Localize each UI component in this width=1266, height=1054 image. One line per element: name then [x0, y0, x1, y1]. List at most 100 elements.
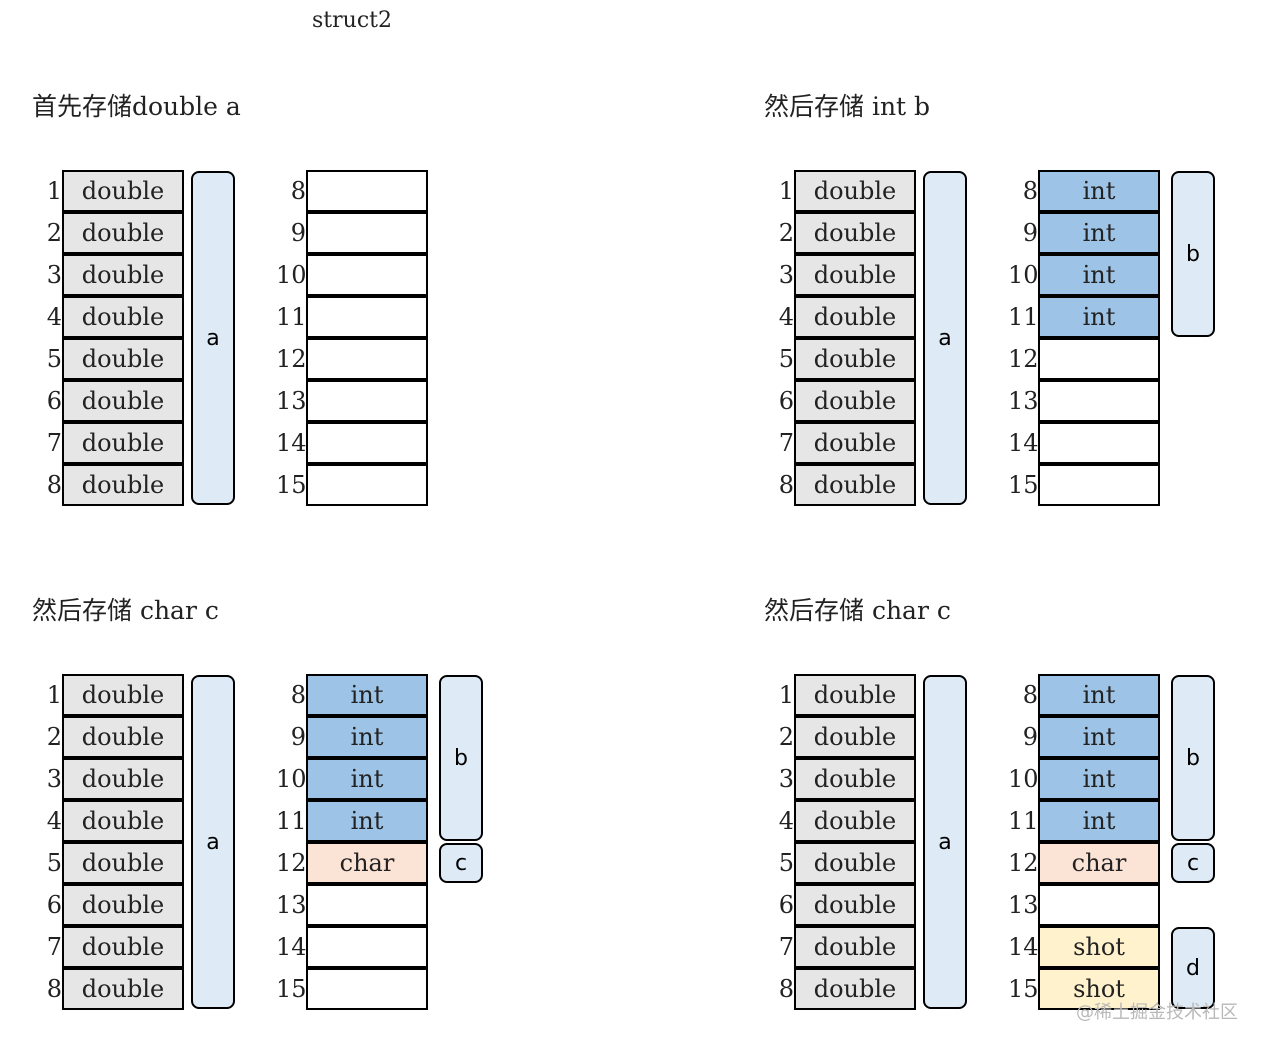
memory-cell-int: int: [1038, 674, 1160, 716]
memory-cell-empty: [306, 296, 428, 338]
memory-cell-empty: [306, 380, 428, 422]
left-row-number: 3: [46, 765, 62, 793]
right-row-number: 15: [276, 975, 307, 1003]
left-row-number: 1: [46, 177, 62, 205]
right-row-number: 9: [1022, 219, 1038, 247]
memory-cell-double: double: [794, 422, 916, 464]
right-row-number: 8: [1022, 177, 1038, 205]
memory-cell-double: double: [62, 170, 184, 212]
memory-cell-double: double: [62, 254, 184, 296]
bracket-d: d: [1171, 927, 1215, 1009]
memory-cell-double: double: [794, 296, 916, 338]
left-row-number: 8: [778, 471, 794, 499]
bracket-b: b: [439, 675, 483, 841]
left-row-number: 5: [778, 345, 794, 373]
left-row-number: 2: [46, 219, 62, 247]
memory-cell-empty: [1038, 338, 1160, 380]
memory-cell-int: int: [1038, 170, 1160, 212]
bracket-a: a: [191, 675, 235, 1009]
right-row-number: 13: [1008, 387, 1039, 415]
bracket-c: c: [439, 843, 483, 883]
left-row-number: 8: [46, 471, 62, 499]
right-row-number: 8: [1022, 681, 1038, 709]
left-row-number: 8: [778, 975, 794, 1003]
memory-cell-double: double: [62, 464, 184, 506]
bracket-a: a: [923, 675, 967, 1009]
right-row-number: 15: [1008, 975, 1039, 1003]
left-row-number: 7: [778, 933, 794, 961]
left-row-number: 4: [778, 807, 794, 835]
memory-cell-int: int: [1038, 800, 1160, 842]
memory-cell-double: double: [794, 926, 916, 968]
right-row-number: 9: [290, 219, 306, 247]
left-row-number: 4: [46, 303, 62, 331]
bracket-a: a: [923, 171, 967, 505]
memory-cell-double: double: [62, 422, 184, 464]
memory-cell-double: double: [62, 380, 184, 422]
memory-cell-double: double: [794, 842, 916, 884]
right-row-number: 10: [1008, 765, 1039, 793]
left-row-number: 6: [778, 387, 794, 415]
right-row-number: 14: [276, 933, 307, 961]
memory-cell-double: double: [794, 380, 916, 422]
right-row-number: 13: [276, 387, 307, 415]
right-row-number: 9: [290, 723, 306, 751]
memory-cell-double: double: [62, 338, 184, 380]
memory-cell-empty: [306, 212, 428, 254]
memory-cell-double: double: [794, 212, 916, 254]
right-row-number: 14: [276, 429, 307, 457]
right-row-number: 15: [1008, 471, 1039, 499]
panel-title: 然后存储 char c: [32, 596, 219, 625]
memory-cell-empty: [306, 170, 428, 212]
memory-cell-int: int: [1038, 716, 1160, 758]
left-row-number: 7: [46, 429, 62, 457]
memory-cell-double: double: [794, 254, 916, 296]
memory-cell-empty: [1038, 884, 1160, 926]
left-row-number: 1: [778, 681, 794, 709]
left-row-number: 6: [778, 891, 794, 919]
memory-cell-double: double: [794, 716, 916, 758]
memory-cell-empty: [1038, 380, 1160, 422]
bracket-b: b: [1171, 675, 1215, 841]
watermark: @稀土掘金技术社区: [1076, 1002, 1238, 1023]
right-row-number: 9: [1022, 723, 1038, 751]
left-row-number: 5: [778, 849, 794, 877]
left-row-number: 7: [778, 429, 794, 457]
right-row-number: 12: [1008, 345, 1039, 373]
right-row-number: 10: [276, 765, 307, 793]
panel-title: 然后存储 int b: [764, 92, 931, 121]
left-row-number: 3: [46, 261, 62, 289]
memory-cell-double: double: [794, 968, 916, 1010]
memory-cell-int: int: [306, 758, 428, 800]
memory-cell-double: double: [62, 884, 184, 926]
memory-cell-empty: [306, 422, 428, 464]
right-row-number: 14: [1008, 933, 1039, 961]
memory-cell-int: int: [1038, 758, 1160, 800]
memory-cell-double: double: [62, 296, 184, 338]
memory-cell-shot: shot: [1038, 926, 1160, 968]
left-row-number: 1: [46, 681, 62, 709]
memory-cell-empty: [306, 464, 428, 506]
right-row-number: 11: [1008, 303, 1039, 331]
right-row-number: 15: [276, 471, 307, 499]
memory-cell-empty: [306, 338, 428, 380]
left-row-number: 1: [778, 177, 794, 205]
left-row-number: 5: [46, 345, 62, 373]
memory-cell-double: double: [62, 968, 184, 1010]
right-row-number: 12: [276, 345, 307, 373]
left-row-number: 4: [778, 303, 794, 331]
memory-cell-int: int: [1038, 212, 1160, 254]
memory-cell-double: double: [794, 800, 916, 842]
memory-cell-double: double: [794, 170, 916, 212]
memory-cell-double: double: [794, 884, 916, 926]
memory-cell-empty: [1038, 422, 1160, 464]
memory-cell-double: double: [794, 338, 916, 380]
memory-cell-int: int: [1038, 254, 1160, 296]
right-row-number: 11: [1008, 807, 1039, 835]
bracket-c: c: [1171, 843, 1215, 883]
left-row-number: 5: [46, 849, 62, 877]
memory-cell-empty: [1038, 464, 1160, 506]
